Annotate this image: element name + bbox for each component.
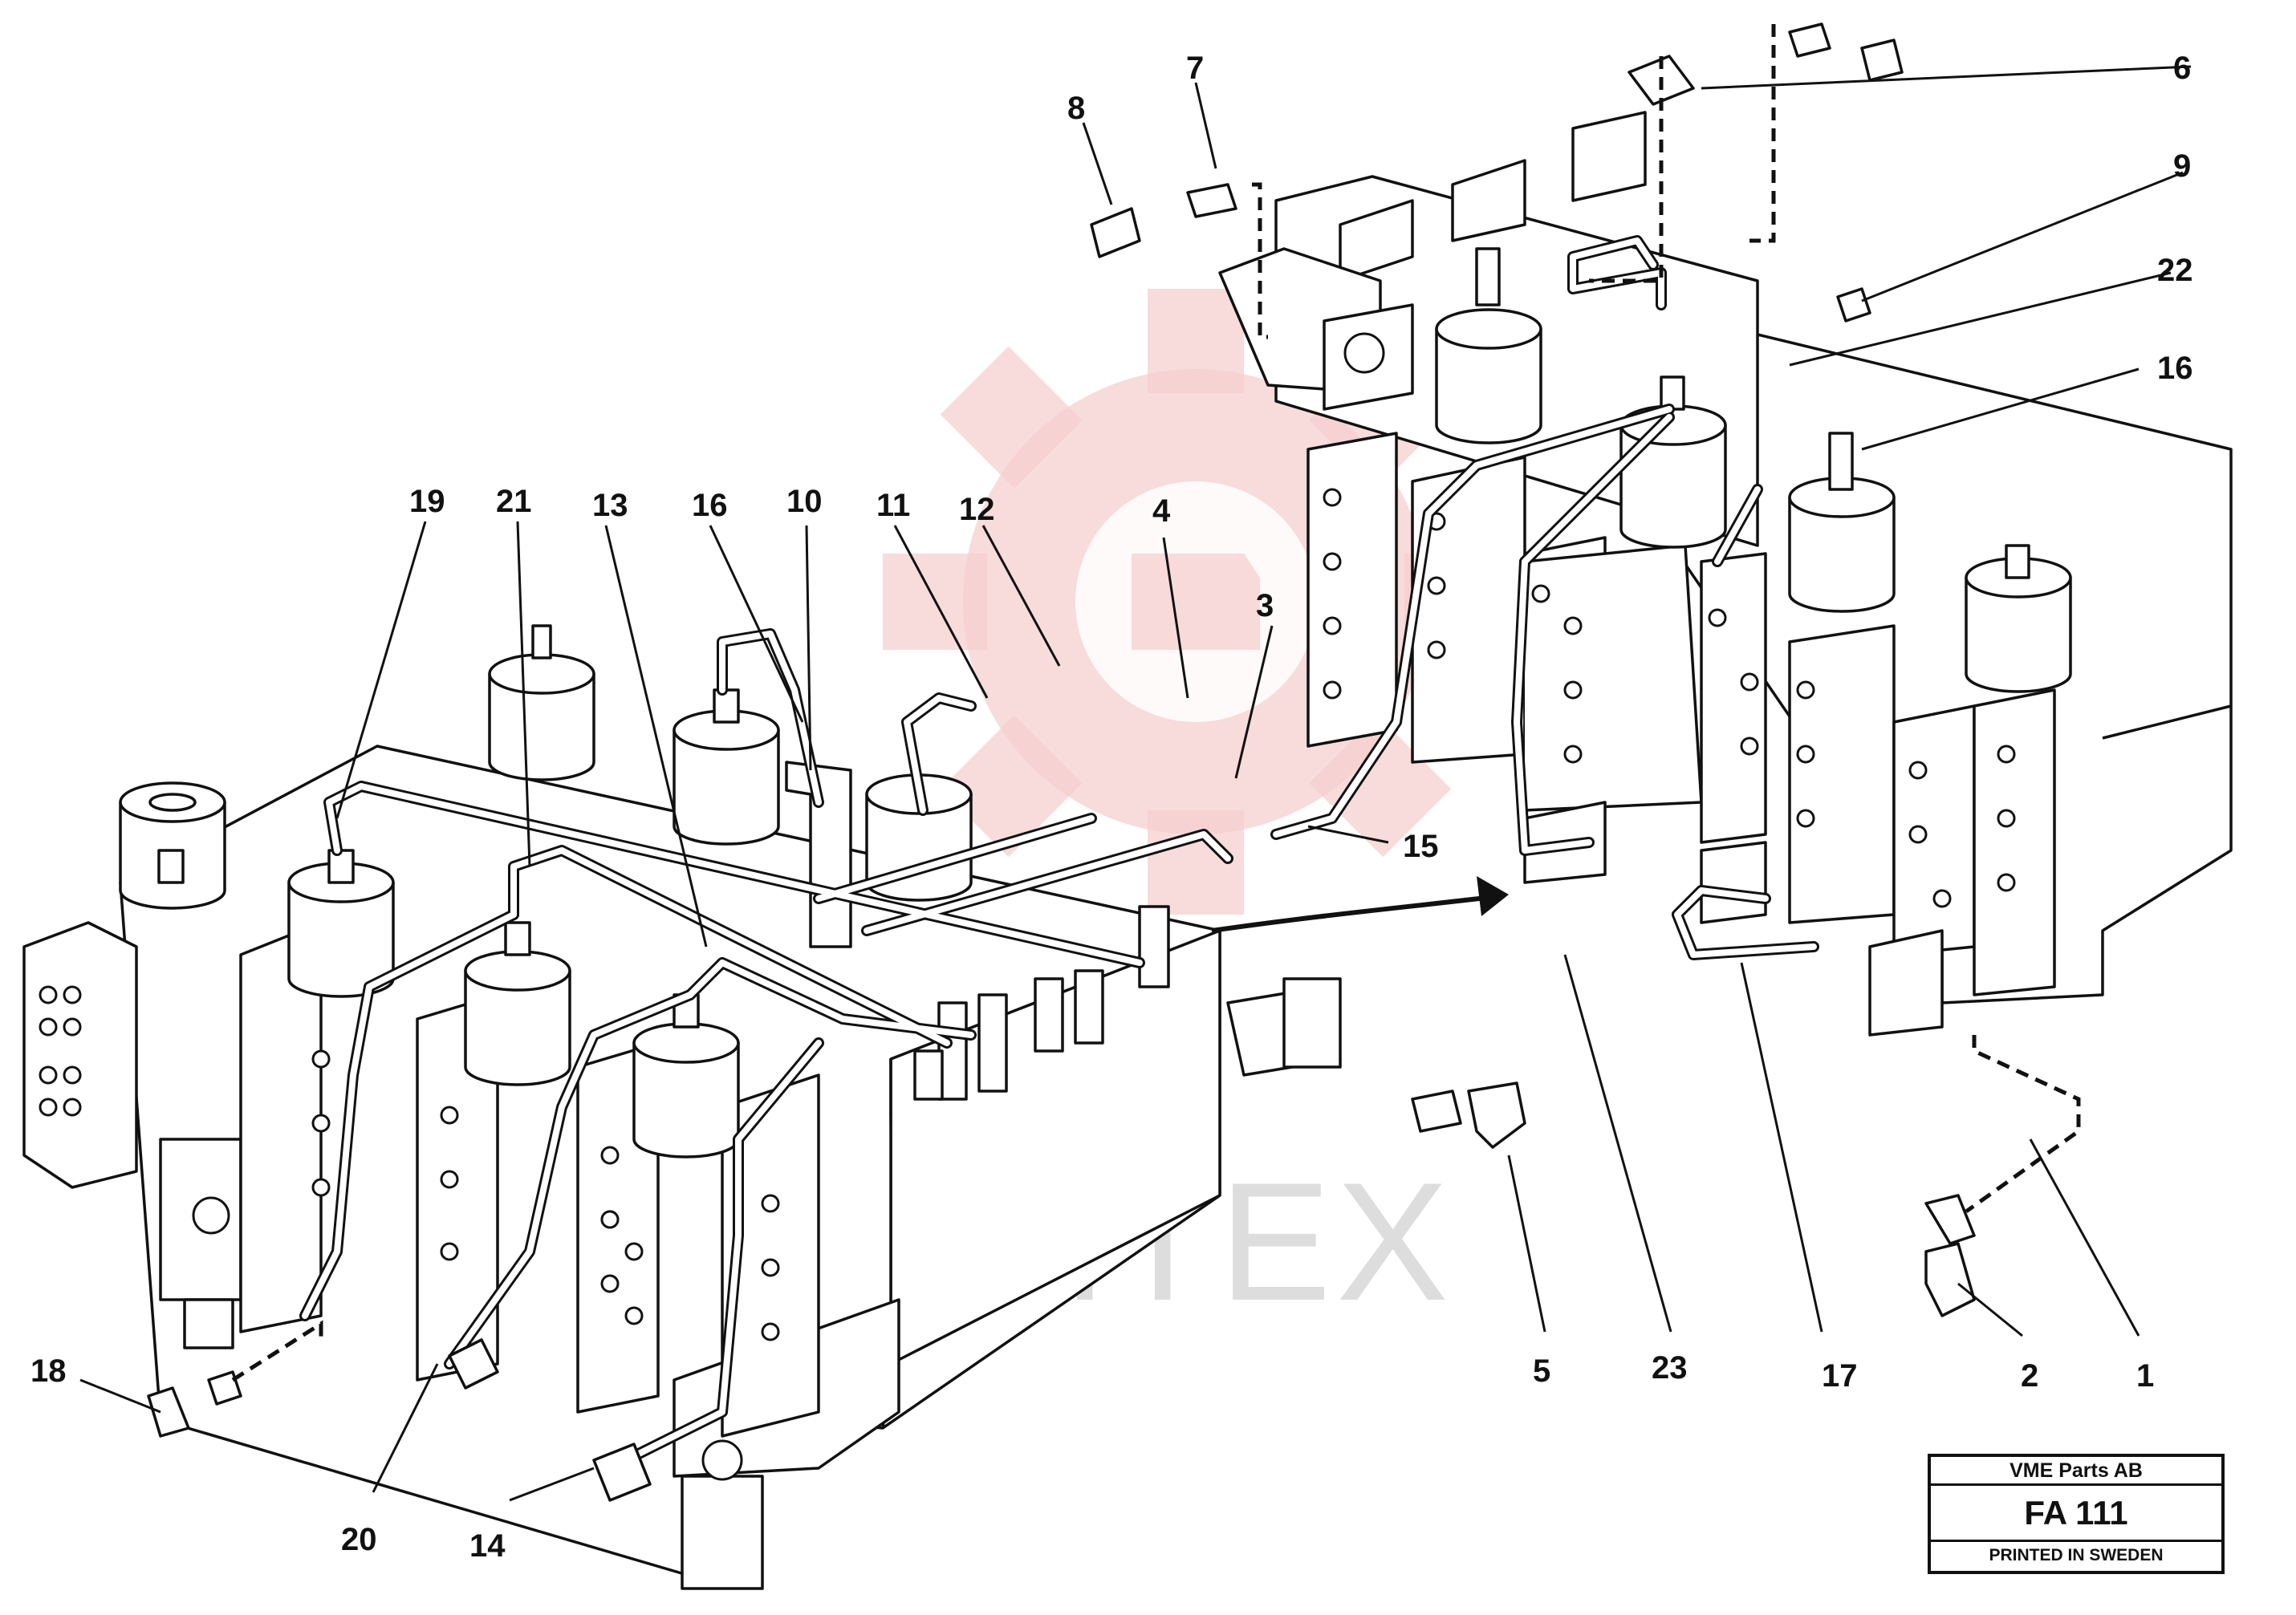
- title-block-drawing-code: FA 111: [1931, 1486, 2221, 1542]
- callout-16-right: 16: [2157, 351, 2193, 386]
- callout-6: 6: [2173, 51, 2191, 86]
- left-valve-block: [22, 624, 1342, 1590]
- callout-leaders: [79, 65, 2192, 1502]
- callout-20: 20: [341, 1522, 377, 1557]
- callout-21: 21: [496, 484, 532, 519]
- callout-22: 22: [2157, 253, 2193, 288]
- callout-4: 4: [1152, 493, 1171, 529]
- callout-10: 10: [786, 484, 823, 519]
- callout-8: 8: [1067, 91, 1085, 126]
- callout-15: 15: [1403, 829, 1439, 864]
- left-solenoid-valves: [119, 624, 973, 1158]
- callout-11: 11: [876, 488, 910, 523]
- callout-labels: 6 7 8 9 22 16 19 21 13 16 10 11 12 4 3 1…: [30, 51, 2193, 1564]
- callout-23: 23: [1652, 1350, 1688, 1386]
- callout-18: 18: [30, 1353, 67, 1389]
- callout-3: 3: [1256, 588, 1274, 623]
- left-pipework: [299, 628, 1233, 1474]
- callout-19: 19: [409, 484, 445, 519]
- title-block-company: VME Parts AB: [1931, 1457, 2221, 1486]
- title-block: VME Parts AB FA 111 PRINTED IN SWEDEN: [1928, 1454, 2225, 1574]
- right-pipework: [1270, 235, 1819, 960]
- callout-13: 13: [592, 488, 628, 523]
- callout-9: 9: [2173, 148, 2191, 184]
- callout-7: 7: [1186, 51, 1204, 86]
- callout-1: 1: [2136, 1358, 2154, 1394]
- right-valve-block: [1090, 22, 2233, 1037]
- left-fittings-cluster: [913, 905, 1342, 1101]
- callout-16-left: 16: [692, 488, 728, 523]
- callout-2: 2: [2021, 1358, 2038, 1394]
- title-block-printed: PRINTED IN SWEDEN: [1989, 1546, 2164, 1564]
- callout-14: 14: [469, 1528, 506, 1564]
- callout-5: 5: [1533, 1353, 1550, 1389]
- callout-12: 12: [959, 492, 995, 527]
- callout-17: 17: [1822, 1358, 1858, 1394]
- transfer-arrow-icon: [1211, 876, 1509, 933]
